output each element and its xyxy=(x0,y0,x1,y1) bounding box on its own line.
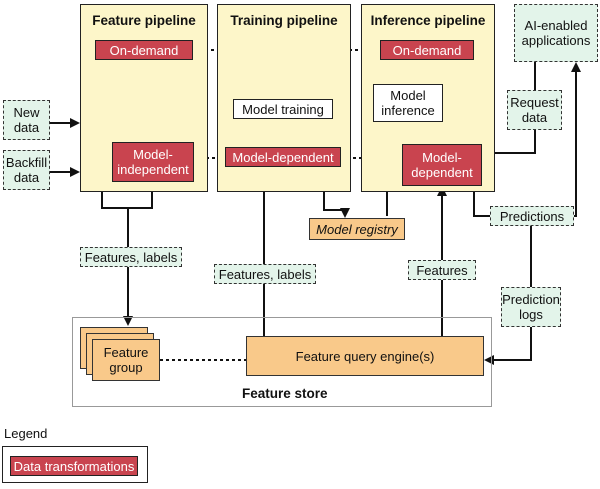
features-labels-label-left: Features, labels xyxy=(80,247,182,267)
model-independent-transform: Model- independent xyxy=(112,142,194,182)
prediction-logs-label: Prediction logs xyxy=(501,287,561,327)
feature-store-boundary xyxy=(72,317,492,407)
request-data: Request data xyxy=(507,90,562,130)
model-registry: Model registry xyxy=(309,218,405,240)
model-training-box: Model training xyxy=(233,99,333,119)
features-label-right: Features xyxy=(408,260,476,280)
feature-store-label: Feature store xyxy=(242,386,328,401)
feature-query-engine: Feature query engine(s) xyxy=(246,336,484,376)
model-dependent-transform-training: Model-dependent xyxy=(225,147,341,167)
legend-data-transformations: Data transformations xyxy=(10,456,138,476)
legend-title: Legend xyxy=(4,426,48,441)
legend-box xyxy=(2,446,148,483)
on-demand-transform-feature: On-demand xyxy=(95,40,193,60)
features-labels-label-mid: Features, labels xyxy=(214,264,316,284)
predictions-label: Predictions xyxy=(490,206,574,226)
backfill-data-source: Backfill data xyxy=(3,150,50,190)
model-inference-box: Model inference xyxy=(373,84,443,122)
on-demand-transform-inference: On-demand xyxy=(380,40,474,60)
training-pipeline-title: Training pipeline xyxy=(230,13,338,28)
feature-group: Feature group xyxy=(92,339,160,381)
inference-pipeline-title: Inference pipeline xyxy=(370,13,486,28)
logs-to-engine xyxy=(484,327,532,365)
request-to-model-dependent xyxy=(482,130,536,158)
feature-pipeline-title: Feature pipeline xyxy=(92,13,196,28)
model-dependent-transform-inference: Model- dependent xyxy=(402,144,482,186)
ai-enabled-applications: AI-enabled applications xyxy=(514,4,598,62)
new-data-source: New data xyxy=(3,100,50,140)
